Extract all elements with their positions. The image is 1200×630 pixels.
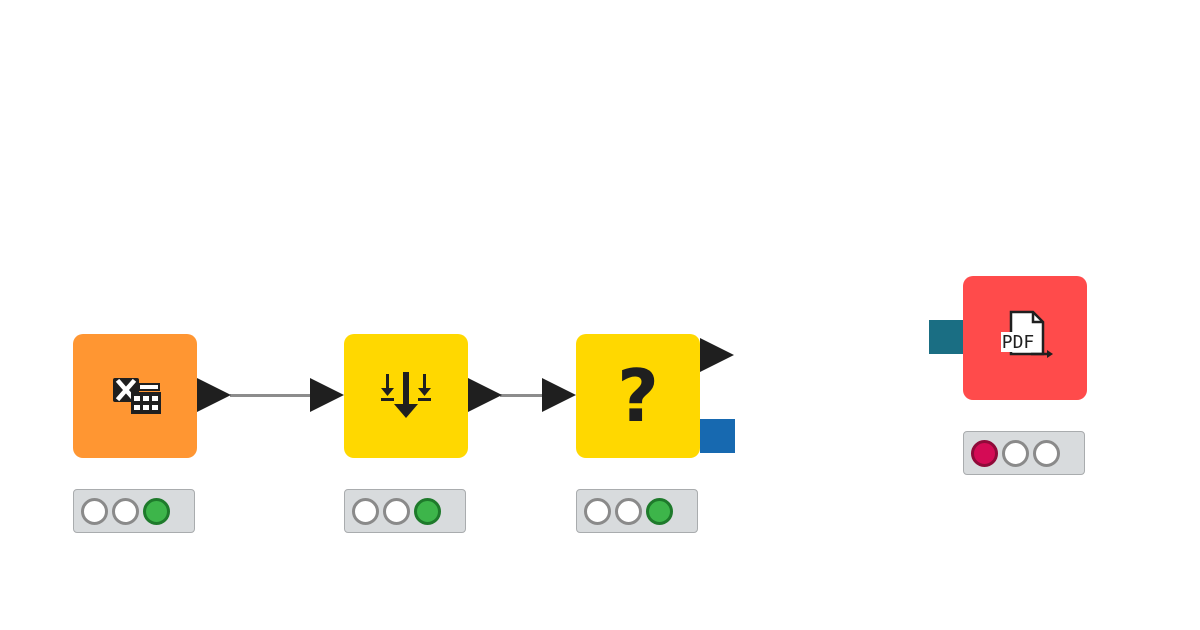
node-unknown[interactable]: ? [576,334,700,458]
input-port-column-filter[interactable] [310,378,344,412]
status-light-configured [584,497,611,525]
status-light-queued [1002,439,1029,467]
status-unknown-node [576,489,698,533]
output-port-column-filter[interactable] [468,378,502,412]
merge-arrows-down-icon [381,372,431,418]
status-light-executed [1033,439,1060,467]
status-light-configured [352,497,379,525]
status-column-filter [344,489,466,533]
status-light-executed [646,497,673,525]
status-pdf-writer [963,431,1085,475]
pdf-export-icon: PDF [1001,310,1053,358]
connection-filter-to-unknown[interactable] [500,394,544,397]
svg-text:PDF: PDF [1002,332,1035,353]
node-column-filter[interactable] [344,334,468,458]
output-port-data-unknown-node[interactable] [700,338,734,372]
status-light-queued [615,497,642,525]
node-excel-reader[interactable] [73,334,197,458]
node-pdf-writer[interactable]: PDF [963,276,1087,400]
status-light-error [971,439,998,467]
input-port-unknown-node[interactable] [542,378,576,412]
status-light-queued [112,497,139,525]
question-mark-icon: ? [617,354,659,438]
excel-table-icon [113,378,161,414]
output-port-square-unknown-node[interactable] [700,419,735,453]
status-light-executed [143,497,170,525]
status-excel-reader [73,489,195,533]
status-light-executed [414,497,441,525]
output-port-excel-reader[interactable] [197,378,231,412]
input-port-square-pdf-writer[interactable] [929,320,963,354]
status-light-configured [81,497,108,525]
connection-excel-to-filter[interactable] [230,394,312,397]
status-light-queued [383,497,410,525]
